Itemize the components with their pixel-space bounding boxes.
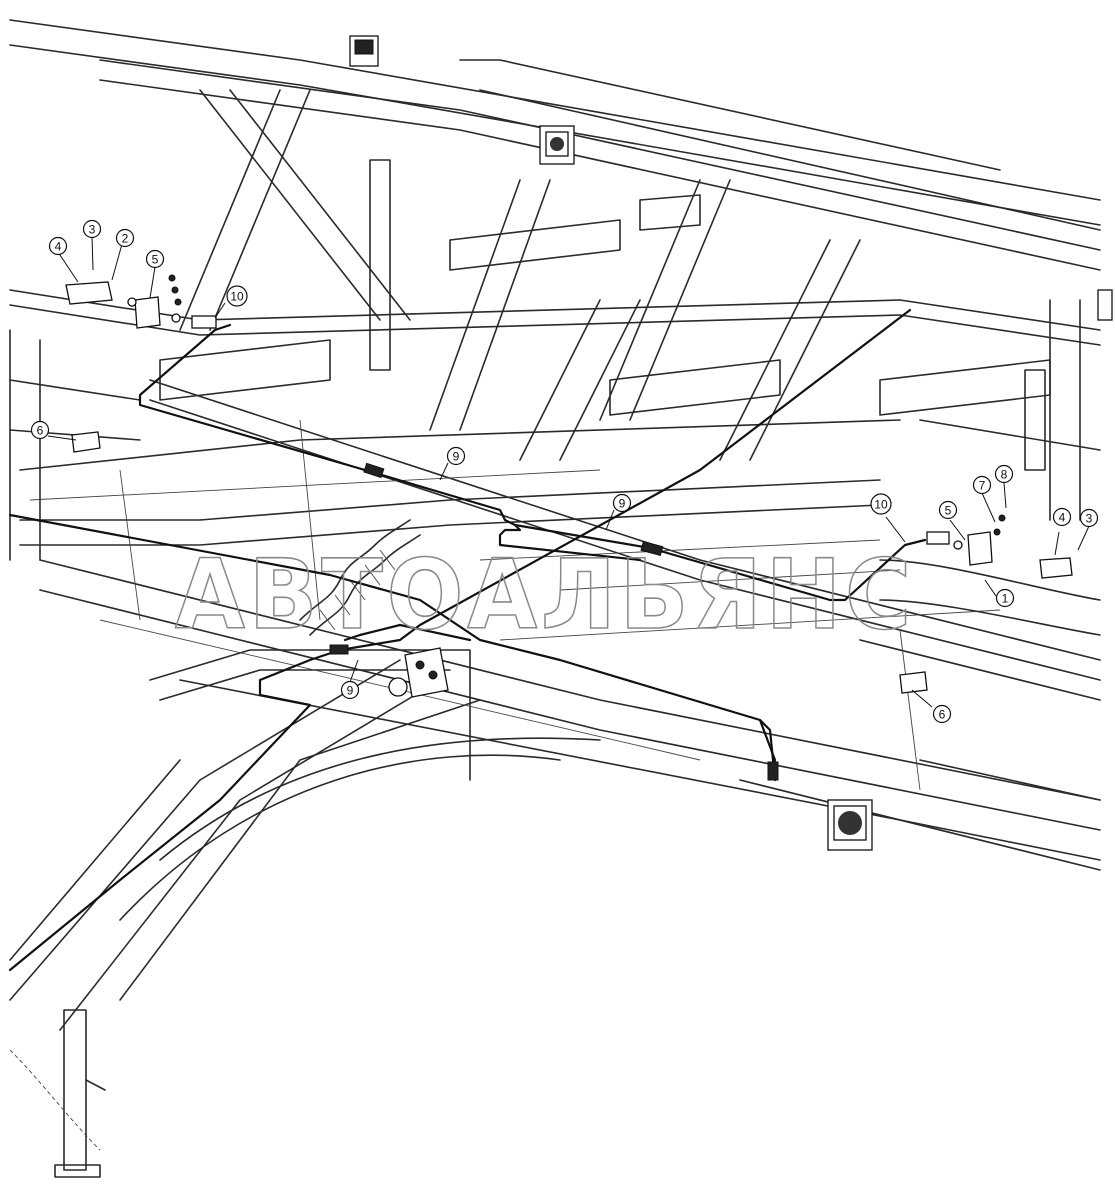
callout-circle xyxy=(994,464,1014,484)
callout-circle xyxy=(1079,508,1099,528)
callout-circle xyxy=(115,228,135,248)
callout-circle xyxy=(938,500,958,520)
callout-9: 9 xyxy=(612,493,632,513)
callout-2: 2 xyxy=(115,228,135,248)
callout-layer: 4 3 2 5 10 6 9 9 9 7 8 10 5 4 3 1 6 xyxy=(30,219,1099,724)
light-housing-icon xyxy=(1097,289,1113,321)
callout-label: 9 xyxy=(619,497,626,511)
callout-8: 8 xyxy=(994,464,1014,484)
callout-3: 3 xyxy=(82,219,102,239)
callout-circle xyxy=(932,704,952,724)
callout-label: 5 xyxy=(945,504,952,518)
callout-label: 4 xyxy=(55,240,62,254)
bracket-icon xyxy=(65,274,182,453)
callout-5: 5 xyxy=(145,249,165,269)
callout-6: 6 xyxy=(30,420,50,440)
bracket-icon xyxy=(899,514,1073,694)
callout-label: 5 xyxy=(152,253,159,267)
callout-9: 9 xyxy=(340,680,360,700)
callout-1: 1 xyxy=(995,588,1015,608)
callout-label: 3 xyxy=(1086,512,1093,526)
callout-circle xyxy=(48,236,68,256)
jack-stand-icon xyxy=(54,1009,106,1178)
callout-label: 4 xyxy=(1059,511,1066,525)
callout-circle xyxy=(446,446,466,466)
watermark: АВТОАЛЬЯНС xyxy=(175,539,915,651)
callout-circle xyxy=(1052,507,1072,527)
callout-circle xyxy=(30,420,50,440)
callout-label: 2 xyxy=(122,232,129,246)
callout-label: 8 xyxy=(1001,468,1008,482)
callout-label: 9 xyxy=(347,684,354,698)
spring-icon xyxy=(299,519,421,636)
hose-lines xyxy=(8,308,927,972)
callout-circle xyxy=(226,285,248,307)
callout-label: 10 xyxy=(874,498,888,512)
light-housing-icon xyxy=(349,35,379,67)
callout-circle xyxy=(82,219,102,239)
callout-label: 1 xyxy=(1002,592,1009,606)
callout-label: 3 xyxy=(89,223,96,237)
callout-label: 6 xyxy=(939,708,946,722)
callout-label: 6 xyxy=(37,424,44,438)
callout-7: 7 xyxy=(972,475,992,495)
light-housing-icon xyxy=(827,799,873,851)
callout-label: 7 xyxy=(979,479,986,493)
callout-label: 10 xyxy=(230,290,244,304)
callout-circle xyxy=(145,249,165,269)
coupler-icon xyxy=(191,315,950,781)
callout-4: 4 xyxy=(48,236,68,256)
callout-circle xyxy=(870,493,892,515)
callout-10: 10 xyxy=(870,493,892,515)
callout-4: 4 xyxy=(1052,507,1072,527)
callout-3: 3 xyxy=(1079,508,1099,528)
callout-10: 10 xyxy=(226,285,248,307)
callout-circle xyxy=(995,588,1015,608)
callout-label: 9 xyxy=(453,450,460,464)
callout-5: 5 xyxy=(938,500,958,520)
callout-6: 6 xyxy=(932,704,952,724)
valve-block-icon xyxy=(388,647,449,698)
callout-circle xyxy=(972,475,992,495)
callout-circle xyxy=(612,493,632,513)
callout-9: 9 xyxy=(446,446,466,466)
callout-circle xyxy=(340,680,360,700)
frame-linework xyxy=(9,19,1101,1178)
light-housing-icon xyxy=(539,125,575,165)
